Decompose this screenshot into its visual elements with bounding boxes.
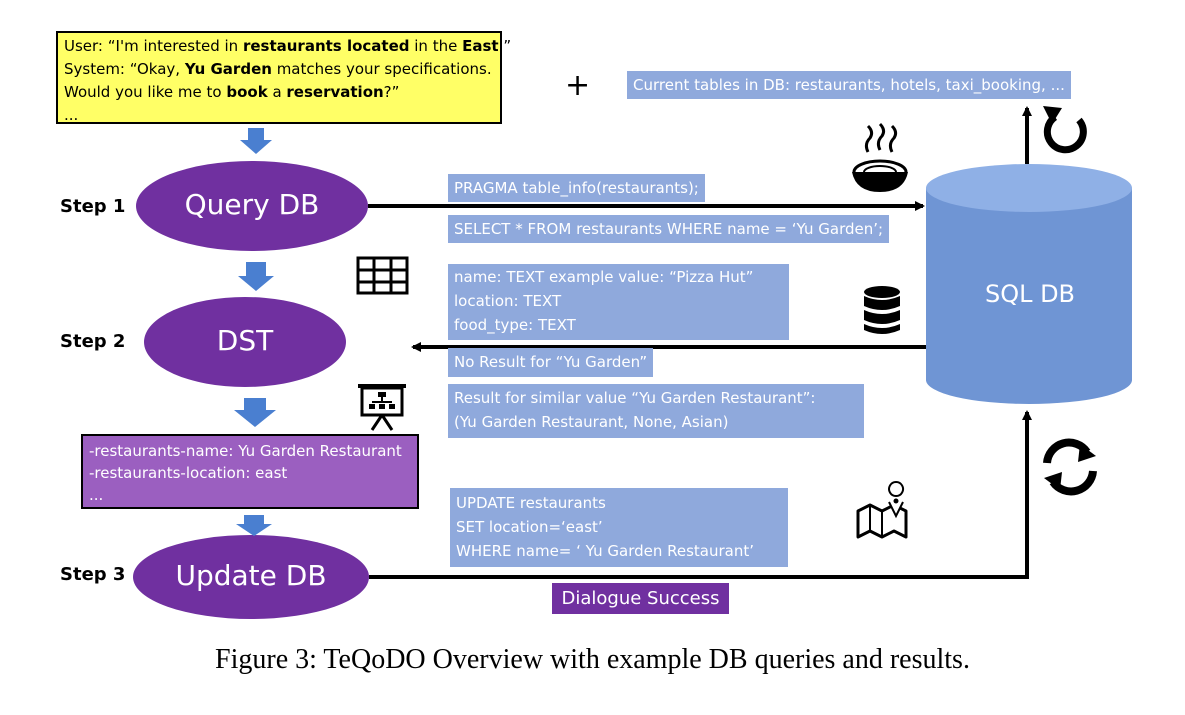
- system-prefix: System: “Okay,: [64, 60, 185, 78]
- dst-node: [144, 297, 346, 387]
- user-suffix: .”: [498, 37, 512, 55]
- sync-icon: [1043, 438, 1097, 496]
- dialogue-success-box: Dialogue Success: [552, 583, 729, 614]
- step-3-label: Step 3: [60, 564, 126, 585]
- refresh-icon: [1043, 106, 1087, 154]
- similar-result-box: Result for similar value “Yu Garden Rest…: [448, 384, 864, 438]
- flow-arrow-3: [234, 398, 276, 427]
- line3-mid: a: [267, 83, 287, 101]
- similar-line-1: Result for similar value “Yu Garden Rest…: [454, 389, 816, 407]
- line3-prefix: Would you like me to: [64, 83, 227, 101]
- schema-line-1: name: TEXT example value: “Pizza Hut”: [454, 268, 754, 286]
- step-2-label: Step 2: [60, 331, 126, 352]
- line3-suffix: ?”: [383, 83, 400, 101]
- schema-line-2: location: TEXT: [454, 292, 562, 310]
- system-utterance-cont: Would you like me to book a reservation?…: [64, 81, 494, 104]
- user-mid: in the: [409, 37, 463, 55]
- dialogue-ellipsis: ...: [64, 106, 79, 124]
- query-db-label: Query DB: [184, 188, 320, 221]
- flow-arrow-2: [238, 262, 274, 291]
- flow-arrow-4: [236, 515, 272, 536]
- update-db-label: Update DB: [175, 559, 327, 592]
- system-bold: Yu Garden: [184, 60, 272, 78]
- map-pin-icon: [856, 481, 908, 539]
- update-db-node: [133, 535, 369, 619]
- database-icon: [864, 286, 900, 334]
- flow-arrow-1: [240, 128, 272, 154]
- user-bold-2: East: [462, 37, 499, 55]
- pragma-query-box: PRAGMA table_info(restaurants);: [448, 174, 705, 202]
- user-utterance: User: “I'm interested in restaurants loc…: [64, 35, 511, 58]
- dialogue-state-box: -restaurants-name: Yu Garden Restaurant …: [81, 434, 419, 509]
- schema-line-3: food_type: TEXT: [454, 316, 576, 334]
- system-utterance: System: “Okay, Yu Garden matches your sp…: [64, 58, 494, 81]
- state-line-2: -restaurants-location: east: [89, 464, 288, 482]
- update-line-1: UPDATE restaurants: [456, 494, 606, 512]
- update-query-box: UPDATE restaurants SET location=‘east’ W…: [450, 488, 788, 567]
- update-line-3: WHERE name= ‘ Yu Garden Restaurant’: [456, 542, 755, 560]
- select-query-box: SELECT * FROM restaurants WHERE name = ‘…: [448, 215, 890, 243]
- figure-caption: Figure 3: TeQoDO Overview with example D…: [215, 644, 970, 675]
- schema-result-box: name: TEXT example value: “Pizza Hut” lo…: [448, 264, 789, 340]
- line3-bold-2: reservation: [286, 83, 384, 101]
- noodle-bowl-icon: [852, 122, 908, 192]
- state-line-3: ...: [89, 486, 104, 504]
- similar-line-2: (Yu Garden Restaurant, None, Asian): [454, 413, 729, 431]
- system-suffix: matches your specifications.: [271, 60, 492, 78]
- state-line-1: -restaurants-name: Yu Garden Restaurant: [89, 442, 402, 460]
- query-db-node: [136, 161, 368, 251]
- presentation-chart-icon: [358, 384, 406, 431]
- step-1-label: Step 1: [60, 196, 126, 217]
- update-line-2: SET location=‘east’: [456, 518, 603, 536]
- current-tables-box: Current tables in DB: restaurants, hotel…: [627, 71, 1071, 99]
- dialogue-box: User: “I'm interested in restaurants loc…: [56, 31, 511, 124]
- table-grid-icon: [356, 256, 409, 295]
- no-result-box: No Result for “Yu Garden”: [448, 348, 654, 377]
- update-arrow: [369, 410, 1032, 579]
- user-prefix: User: “I'm interested in: [64, 37, 243, 55]
- dst-label: DST: [216, 324, 274, 357]
- plus-sign: +: [565, 68, 591, 103]
- sql-db-cylinder: [926, 164, 1132, 404]
- line3-bold-1: book: [226, 83, 268, 101]
- user-bold-1: restaurants located: [242, 37, 410, 55]
- sql-db-label: SQL DB: [984, 280, 1076, 308]
